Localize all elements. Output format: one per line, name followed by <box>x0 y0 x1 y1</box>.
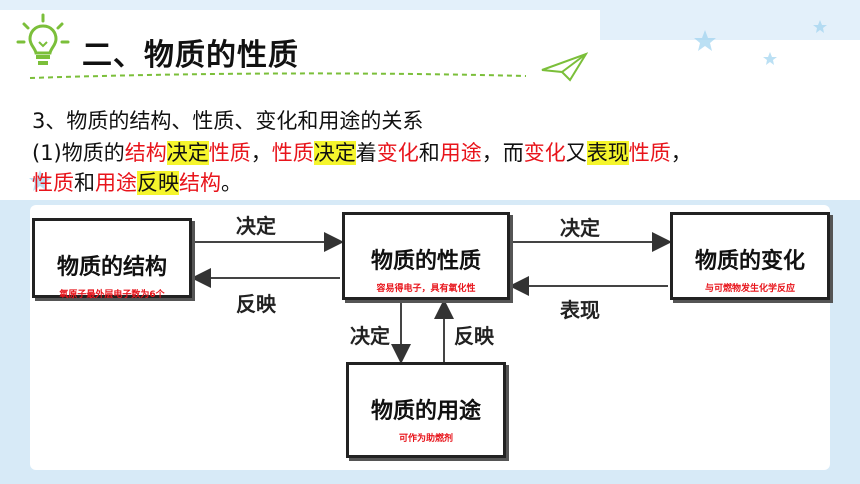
intro-segment: 表现 <box>586 141 629 165</box>
edge-label-property-to-change: 决定 <box>560 216 600 240</box>
intro-segment: ， <box>670 141 692 165</box>
node-usage-note: 可作为助燃剂 <box>398 434 453 444</box>
intro-segment: 又 <box>565 141 587 165</box>
node-change: 物质的变化 与可燃物发生化学反应 <box>670 212 830 300</box>
lightbulb-icon <box>16 13 70 65</box>
intro-segment: 性质 <box>628 141 671 165</box>
intro-segment: 着 <box>355 141 377 165</box>
node-property-title: 物质的性质 <box>370 249 481 274</box>
intro-segment: 用途 <box>439 141 482 165</box>
page-title: 二、物质的性质 <box>82 38 299 73</box>
node-usage: 物质的用途 可作为助燃剂 <box>346 362 506 458</box>
node-structure-title: 物质的结构 <box>56 255 167 280</box>
intro-segment: 结构 <box>124 141 167 165</box>
edge-label-structure-to-property: 决定 <box>236 214 276 238</box>
dashed-underline <box>29 72 527 79</box>
intro-segment: 性质 <box>271 141 314 165</box>
intro-segment: (1)物质的 <box>32 141 125 165</box>
node-structure-note: 氧原子最外层电子数为6个 <box>59 290 165 300</box>
intro-line-1: 3、物质的结构、性质、变化和用途的关系 <box>32 109 424 133</box>
edge-label-property-to-structure: 反映 <box>236 292 276 316</box>
edge-label-change-to-property: 表现 <box>560 298 600 322</box>
intro-segment: 性质 <box>208 141 251 165</box>
node-property-note: 容易得电子，具有氧化性 <box>376 284 476 294</box>
intro-segment: 反映 <box>137 171 179 195</box>
intro-segment: 变化 <box>523 141 566 165</box>
node-change-note: 与可燃物发生化学反应 <box>704 284 795 294</box>
intro-segment: 。 <box>221 171 242 195</box>
intro-segment: ， <box>250 141 272 165</box>
intro-segment: 和 <box>418 141 440 165</box>
intro-segment: 用途 <box>95 171 137 195</box>
paper-plane-icon <box>541 52 588 82</box>
edge-label-usage-to-property: 反映 <box>454 324 494 348</box>
intro-segment: 变化 <box>376 141 419 165</box>
intro-segment: 和 <box>74 171 95 195</box>
intro-segment: 决定 <box>313 141 356 165</box>
intro-segment: 性质 <box>32 171 74 195</box>
node-structure: 物质的结构 氧原子最外层电子数为6个 <box>32 218 192 300</box>
intro-segment: 决定 <box>166 141 209 165</box>
edge-label-property-to-usage: 决定 <box>350 324 390 348</box>
intro-line-2: (1)物质的结构决定性质，性质决定着变化和用途，而变化又表现性质， <box>32 138 692 168</box>
node-change-title: 物质的变化 <box>694 249 805 274</box>
intro-segment: ，而 <box>481 141 524 165</box>
node-usage-title: 物质的用途 <box>370 399 481 424</box>
intro-line-3: 性质和用途反映结构。 <box>32 168 242 198</box>
node-property: 物质的性质 容易得电子，具有氧化性 <box>342 212 510 300</box>
intro-segment: 结构 <box>179 171 221 195</box>
